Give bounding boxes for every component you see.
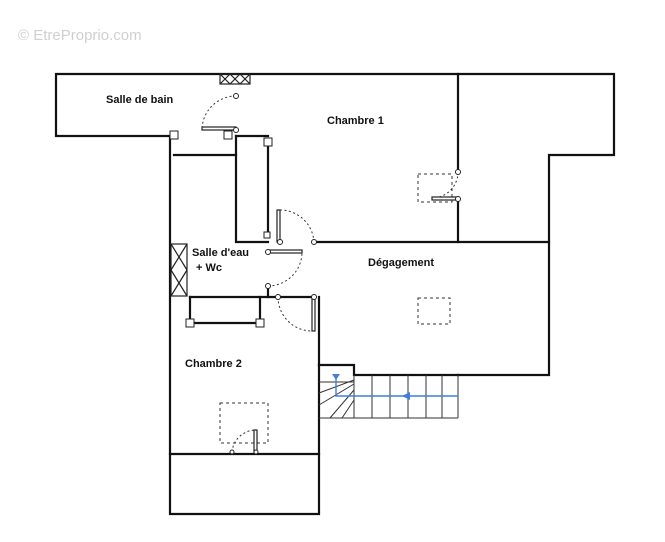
- room-label-chambre-1: Chambre 1: [327, 115, 384, 127]
- door-chambre-2: [275, 294, 317, 332]
- closet-chambre-2: [219, 402, 269, 455]
- closet-chambre-1: [417, 169, 461, 203]
- door-chambre-1: [276, 209, 317, 245]
- room-label-degagement: Dégagement: [368, 257, 434, 269]
- watermark-text: © EtreProprio.com: [18, 27, 142, 44]
- room-label-chambre-2: Chambre 2: [185, 358, 242, 370]
- attic-hatch: [417, 297, 451, 325]
- door-salle-eau: [265, 249, 303, 289]
- shower-icon: [170, 243, 188, 297]
- outer-walls: [54, 72, 616, 516]
- door-salle-de-bain: [201, 93, 239, 133]
- room-label-salle-eau-wc: + Wc: [196, 262, 222, 274]
- room-label-salle-de-bain: Salle de bain: [106, 94, 174, 106]
- room-label-salle-eau: Salle d'eau: [192, 247, 249, 259]
- vent-grille-icon: [219, 73, 251, 85]
- staircase: [317, 363, 460, 419]
- wall-posts: [169, 130, 273, 328]
